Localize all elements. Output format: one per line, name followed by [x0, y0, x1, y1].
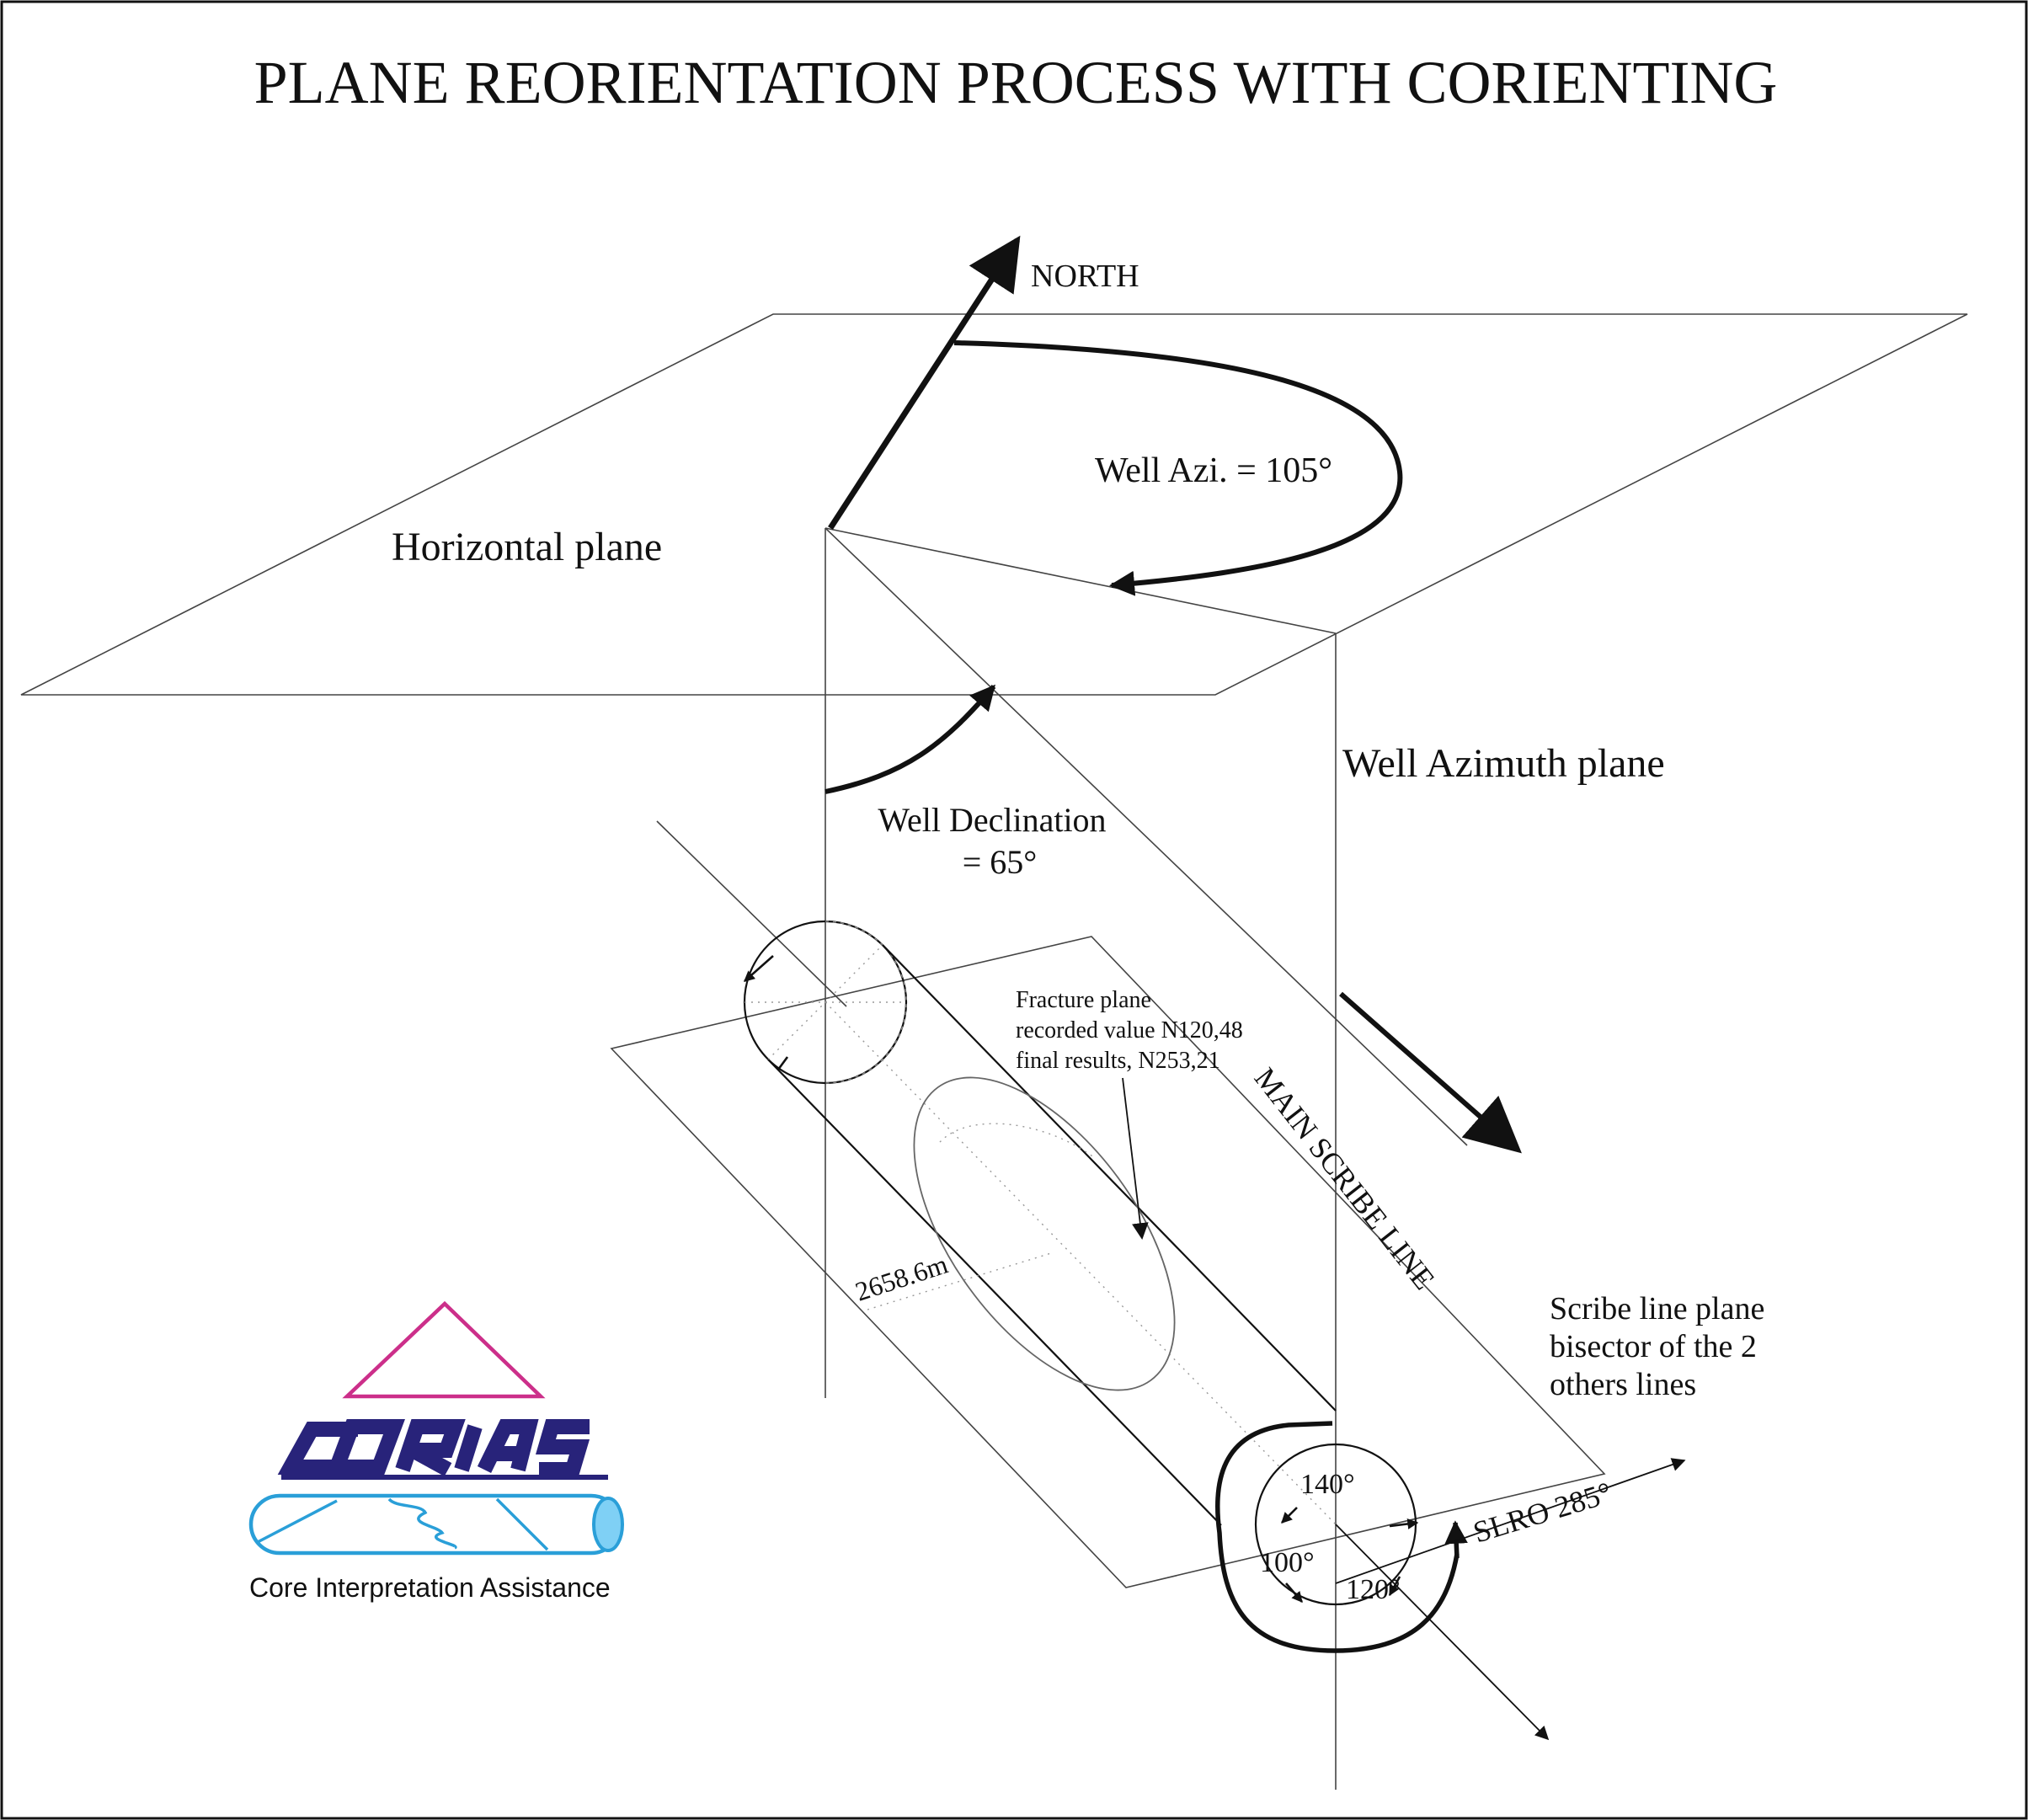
mark-right-arrow — [1389, 1518, 1419, 1529]
well-azimuth-plane-top-line — [825, 527, 1337, 634]
core-upper-edge — [882, 944, 1337, 1412]
fracture-label-line1: Fracture plane — [1016, 987, 1151, 1013]
core-top-arrow-mark — [744, 955, 774, 982]
north-arrow — [828, 235, 1021, 530]
logo-pipe-end — [592, 1497, 624, 1552]
fracture-plane-ellipse — [913, 1076, 1176, 1391]
mark-bottom-arrow — [1285, 1582, 1303, 1603]
core-lower-edge — [767, 1059, 1222, 1526]
well-declination-arc-arrow — [825, 684, 996, 794]
horizontal-plane — [20, 313, 1968, 696]
scribe-plane-label-line1: Scribe line plane — [1550, 1291, 1764, 1326]
scribe-plane-axis-arrow — [1335, 1458, 1686, 1584]
core-top-hidden-arc — [825, 921, 907, 1084]
angle-100-label: 100° — [1260, 1547, 1315, 1578]
horizontal-plane-label: Horizontal plane — [392, 525, 662, 569]
well-declination-label-line1: Well Declination — [878, 801, 1106, 839]
logo-triangle — [342, 1300, 546, 1399]
north-label: NORTH — [1031, 259, 1139, 294]
reference-plane — [610, 936, 1606, 1588]
logo-lettering — [277, 1419, 590, 1477]
fracture-label-line2: recorded value N120,48 — [1016, 1017, 1243, 1043]
angle-120-label: 120° — [1346, 1574, 1401, 1605]
fracture-label-line3: final results, N253,21 — [1016, 1048, 1220, 1074]
fracture-pointer-arrow — [1122, 1077, 1149, 1240]
well-azimuth-plane-label: Well Azimuth plane — [1342, 741, 1665, 786]
well-azimuth-label: Well Azi. = 105° — [1095, 451, 1332, 490]
well-direction-arrow — [1339, 991, 1522, 1154]
corias-logo: Core Interpretation Assistance — [248, 1300, 624, 1603]
logo-pipe-fracture — [255, 1497, 549, 1551]
scribe-plane-label-line3: others lines — [1550, 1367, 1696, 1402]
page-title: PLANE REORIENTATION PROCESS WITH CORIENT… — [254, 49, 1778, 116]
scribe-plane-label-line2: bisector of the 2 — [1550, 1329, 1757, 1364]
angle-140-label: 140° — [1300, 1469, 1355, 1500]
well-path-line — [825, 527, 1468, 1146]
mark-left-arrow — [1281, 1507, 1298, 1524]
core-top-lower-mark — [777, 1056, 789, 1070]
mark-bottom-right-arrow — [1388, 1576, 1401, 1597]
core-axis-bottom-arrow — [1335, 1524, 1550, 1741]
well-declination-label-line2: = 65° — [963, 843, 1038, 881]
core-bottom-outer-rotation — [1215, 1421, 1460, 1653]
core-axis-extension-line — [656, 820, 847, 1007]
core-center-dotted — [825, 1001, 1337, 1525]
logo-tagline: Core Interpretation Assistance — [249, 1572, 611, 1603]
well-azimuth-arc-arrow — [953, 340, 1403, 596]
